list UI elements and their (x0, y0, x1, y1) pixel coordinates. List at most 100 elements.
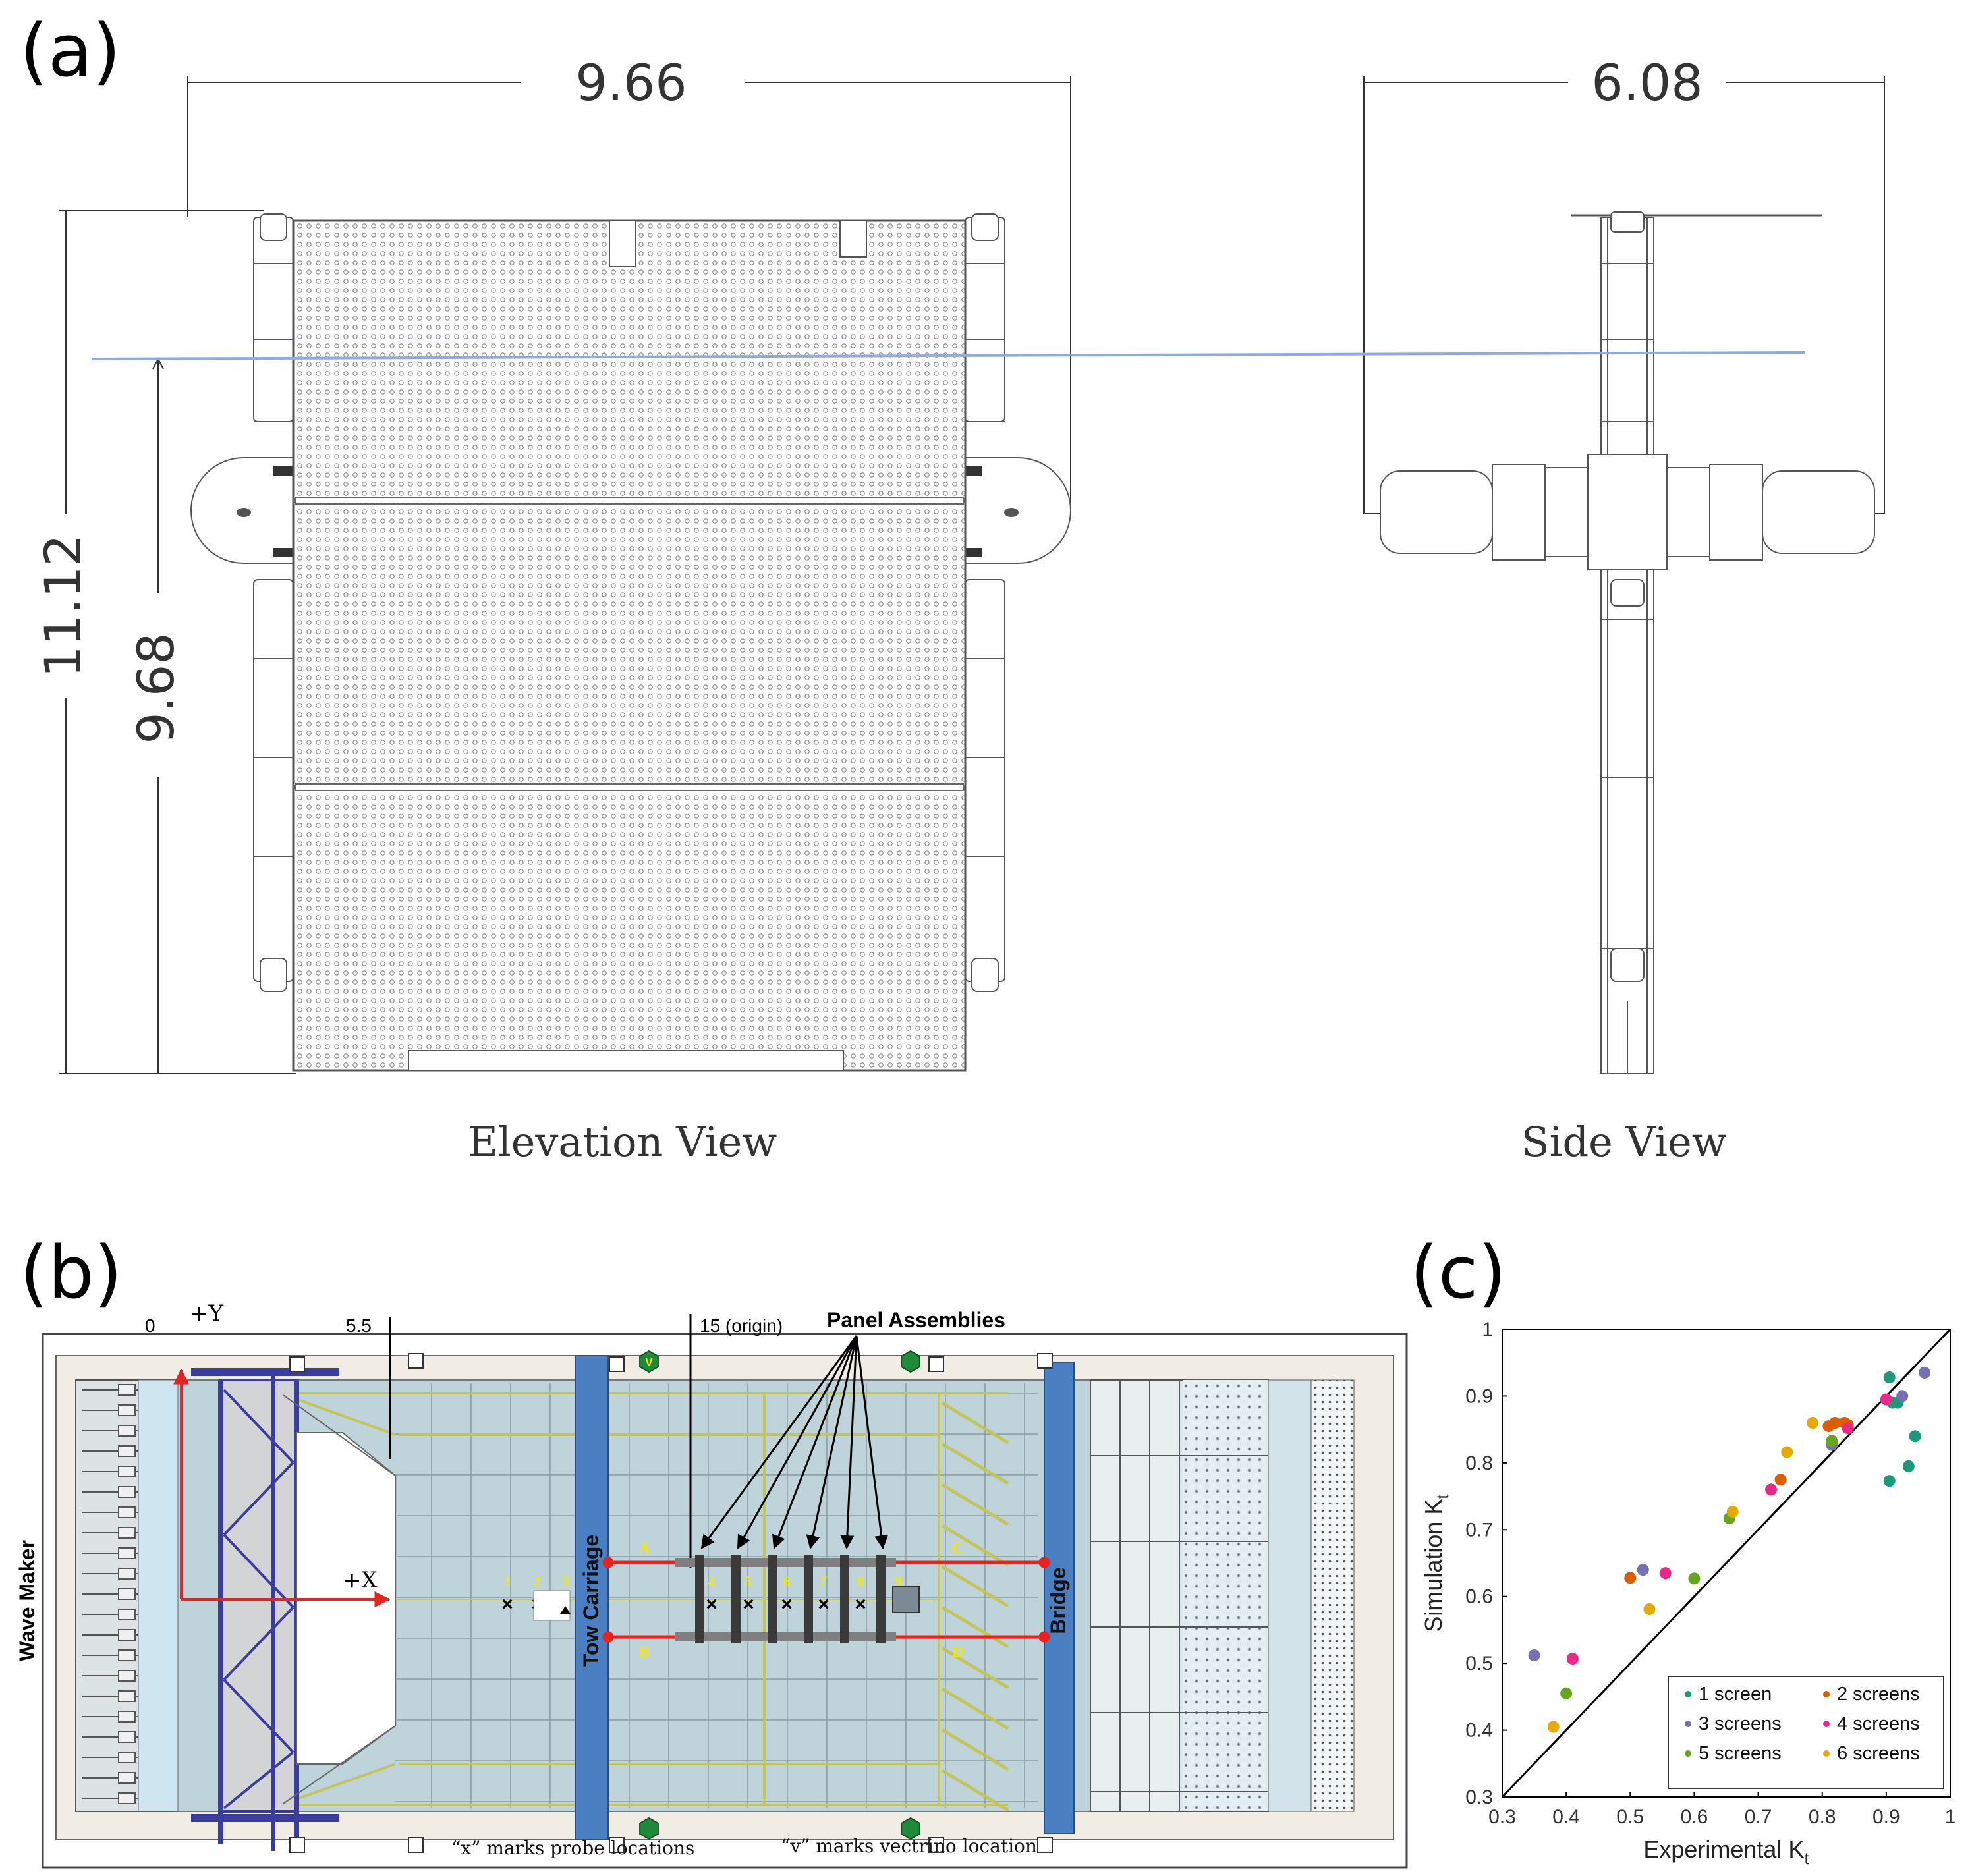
legend-label: 6 screens (1837, 1743, 1920, 1764)
rail-fixture (408, 1353, 424, 1369)
y-axis-title-subscript: t (1432, 1494, 1452, 1499)
hatch-line (941, 1769, 1009, 1812)
elevation-view-caption: Elevation View (468, 1118, 777, 1166)
legend-label: 3 screens (1699, 1713, 1782, 1734)
legend-marker (1823, 1750, 1830, 1757)
rail-fixture (289, 1837, 305, 1853)
y-tick-label: 0.5 (1465, 1653, 1493, 1674)
legend (1668, 1676, 1944, 1789)
rail-fixture (1037, 1353, 1053, 1369)
hatch-line (941, 1646, 1009, 1690)
dimension-height (59, 210, 296, 1074)
basin-outline (42, 1333, 1408, 1869)
rail-fixture (609, 1356, 625, 1372)
probe-box (533, 1590, 571, 1621)
x-tick-label: 0.9 (1872, 1806, 1900, 1828)
rail-fixture (928, 1837, 944, 1853)
reference-line (1501, 1328, 1952, 1798)
vectrino-marker (901, 1817, 920, 1840)
wave-paddle (118, 1731, 136, 1743)
data-point (1880, 1393, 1892, 1406)
legend-marker (1685, 1750, 1691, 1757)
data-point (1781, 1446, 1793, 1458)
legend-label: 4 screens (1837, 1713, 1920, 1734)
vectrino-box (892, 1586, 920, 1613)
wave-paddle (118, 1690, 136, 1702)
data-point (1765, 1483, 1777, 1496)
panel-a-label: (a) (20, 9, 121, 93)
panel-assembly (804, 1555, 813, 1643)
panel-assembly (695, 1555, 704, 1643)
wave-paddle (118, 1506, 136, 1518)
corner-label: D (952, 1643, 963, 1661)
dimension-side-width (1363, 76, 1885, 514)
data-point (1643, 1603, 1656, 1615)
y-axis-label: +Y (190, 1300, 223, 1327)
probe-triangle (560, 1606, 571, 1614)
bridge-label: Bridge (1046, 1567, 1070, 1634)
panel-assemblies-arrow (855, 1335, 889, 1550)
data-point (1842, 1422, 1854, 1435)
panel-assemblies-arrow (806, 1335, 858, 1550)
data-point (1624, 1572, 1637, 1584)
rail-fixture (1037, 1837, 1053, 1853)
panel-assembly (876, 1555, 886, 1643)
y-tick-label: 0.9 (1465, 1385, 1493, 1407)
wave-paddle (118, 1445, 136, 1457)
data-point (1909, 1430, 1921, 1443)
tick-5-5: 5.5 (346, 1315, 372, 1336)
vectrino-marker (639, 1350, 659, 1373)
mooring-lines (602, 1557, 1050, 1643)
hatch-line (941, 1524, 1009, 1567)
tow-carriage (575, 1355, 609, 1840)
wave-paddle (118, 1609, 136, 1620)
y-axis-title: Simulation Kt (1420, 1494, 1452, 1632)
data-point (1547, 1721, 1560, 1733)
wave-paddle (118, 1670, 136, 1682)
panel-assemblies-arrow (737, 1335, 858, 1549)
x-tick-label: 1 (1945, 1806, 1956, 1828)
wave-maker-label: Wave Maker (15, 1540, 39, 1661)
probe-x-mark: × (855, 1593, 866, 1615)
x-tick-label: 0.8 (1809, 1806, 1836, 1828)
probe-number-label: 9 (895, 1573, 902, 1589)
note-probe-locations: “x” marks probe locations (451, 1837, 694, 1859)
panel-a: (a) 9.66 6.08 11.12 (20, 9, 1885, 1166)
x-axis-title-subscript: t (1804, 1848, 1809, 1868)
y-tick-label: 0.8 (1465, 1452, 1493, 1474)
dimension-width (187, 76, 1071, 517)
rail-fixture (609, 1837, 625, 1853)
rail-fixture (928, 1356, 944, 1372)
vectrino-marker-label: V (645, 1356, 653, 1369)
data-point (1883, 1371, 1896, 1384)
panel-assembly (768, 1555, 777, 1643)
wave-paddle (118, 1486, 136, 1498)
x-tick-label: 0.4 (1552, 1806, 1580, 1828)
data-point (1807, 1417, 1819, 1429)
elevation-view-drawing (190, 213, 1071, 1072)
vectrino-marker (639, 1817, 659, 1840)
wave-paddle (118, 1711, 136, 1723)
probe-number-label: 8 (857, 1573, 864, 1589)
data-point (1883, 1475, 1896, 1487)
legend-label: 2 screens (1837, 1684, 1920, 1705)
probe-number-label: 2 (534, 1573, 541, 1589)
probe-x-mark: × (743, 1593, 754, 1615)
panel-assembly (731, 1555, 741, 1643)
probe-x-mark: × (706, 1593, 718, 1615)
corner-label: B (639, 1643, 650, 1661)
dimension-height-label: 11.12 (34, 534, 92, 678)
hatch-line (941, 1564, 1009, 1608)
data-point (1528, 1649, 1540, 1661)
tick-origin: 15 (origin) (700, 1315, 783, 1336)
data-point (1560, 1687, 1573, 1699)
tow-carriage-label: Tow Carriage (579, 1535, 603, 1667)
hatch-line (941, 1687, 1009, 1730)
probe-number-label: 7 (820, 1573, 828, 1589)
wave-paddle (118, 1384, 136, 1396)
panel-assemblies-arrow (772, 1335, 858, 1549)
probe-x-mark: × (818, 1593, 830, 1615)
panel-assemblies-arrow (840, 1335, 858, 1550)
